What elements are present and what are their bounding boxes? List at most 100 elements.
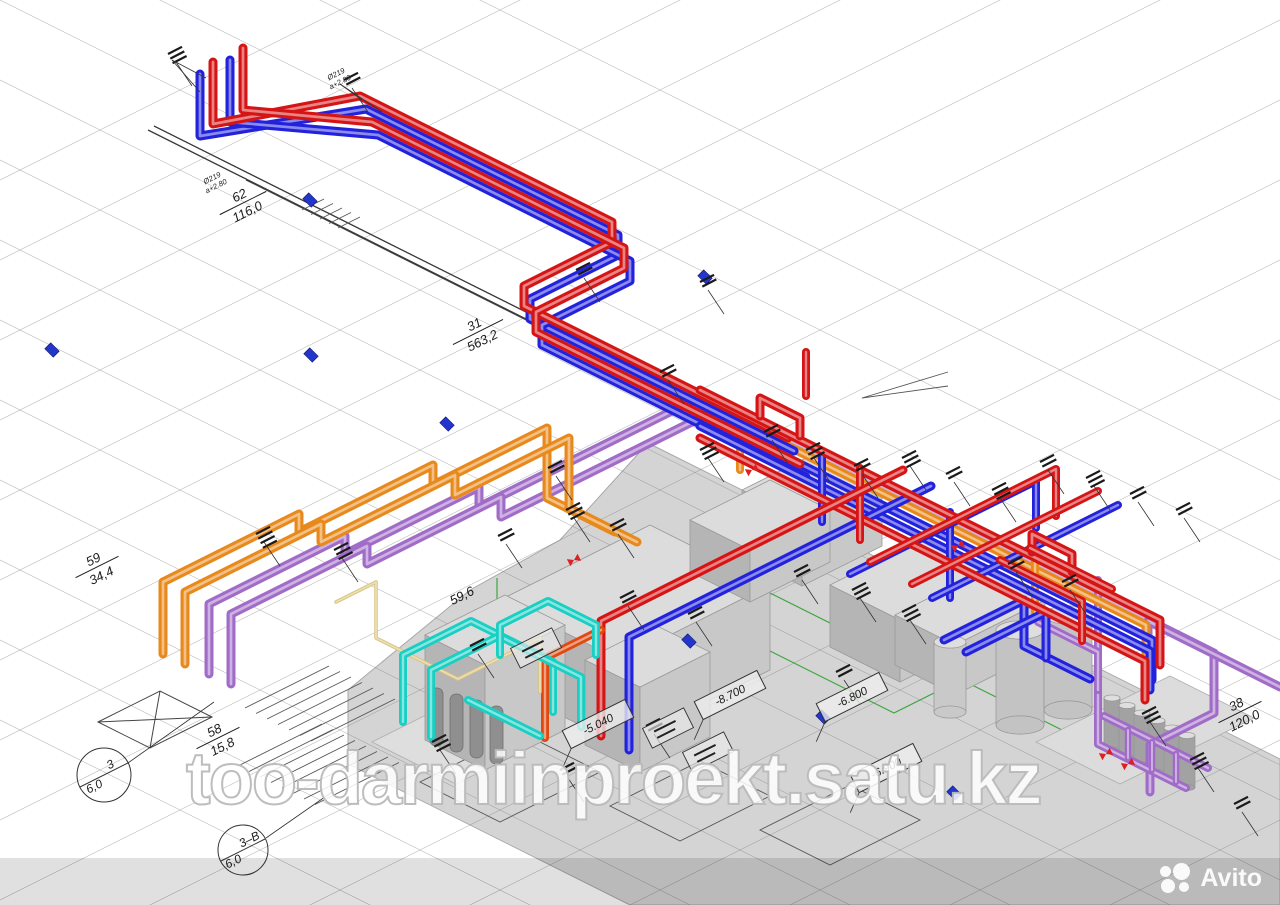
tag-leader bbox=[341, 557, 359, 583]
svg-text:59: 59 bbox=[83, 549, 103, 569]
pipe-red bbox=[695, 385, 1165, 670]
pipe-tag-cluster bbox=[1039, 453, 1065, 495]
tag-dash bbox=[549, 464, 565, 474]
tag-dash bbox=[906, 613, 922, 623]
tag-leader bbox=[1183, 517, 1201, 543]
pipe-tag-cluster bbox=[575, 261, 601, 303]
pipe-tag-cluster bbox=[1129, 485, 1155, 527]
tag-dash bbox=[1233, 795, 1249, 805]
valve-marker bbox=[1120, 757, 1136, 771]
tag-dash bbox=[345, 76, 361, 86]
pipe-cyan bbox=[496, 597, 600, 659]
pipe-red bbox=[596, 465, 908, 741]
pipe-tag-cluster bbox=[853, 457, 879, 499]
tag-leader bbox=[707, 457, 725, 483]
pipe-cyan bbox=[464, 696, 544, 740]
pipe-tag-cluster bbox=[565, 501, 591, 543]
tag-dash bbox=[1146, 715, 1162, 725]
tag-dash bbox=[903, 454, 919, 464]
tag-dash bbox=[659, 363, 675, 373]
tag-leader bbox=[1093, 485, 1111, 511]
grid-dimension-label: 31 563,2 bbox=[452, 314, 504, 354]
tag-dash bbox=[1129, 485, 1145, 495]
tag-dash bbox=[1090, 479, 1106, 489]
tag-dash bbox=[1039, 453, 1055, 463]
grid-line bbox=[0, 0, 1161, 581]
tag-dash bbox=[901, 603, 917, 613]
tag-dash bbox=[661, 368, 677, 378]
hatch-line bbox=[319, 207, 343, 220]
hatch-line bbox=[281, 745, 367, 789]
tag-dash bbox=[565, 501, 581, 511]
grid-line bbox=[0, 719, 371, 905]
pipe-cyan bbox=[399, 617, 557, 726]
tag-dash bbox=[169, 50, 185, 60]
tag-leader bbox=[1047, 469, 1065, 495]
tag-dash bbox=[810, 451, 826, 461]
tag-dash bbox=[991, 481, 1007, 491]
hatch-line bbox=[244, 665, 330, 709]
tag-leader bbox=[909, 619, 927, 645]
tag-leader bbox=[555, 475, 573, 501]
tag-leader bbox=[861, 473, 879, 499]
pump bbox=[489, 705, 504, 765]
grid-line bbox=[0, 0, 681, 341]
tag-dash bbox=[575, 261, 591, 271]
svg-text:62: 62 bbox=[229, 185, 249, 205]
pipe-tag-cluster bbox=[547, 459, 573, 501]
tag-dash bbox=[1143, 710, 1159, 720]
tag-dash bbox=[262, 539, 278, 549]
tag-dash bbox=[853, 457, 869, 467]
watermark-text: too-darmiinproekt.satu.kz bbox=[185, 736, 1044, 821]
pipe-tag-cluster bbox=[1233, 795, 1259, 837]
pipe-tag-cluster bbox=[851, 581, 877, 623]
tag-dash bbox=[1087, 474, 1103, 484]
tag-dash bbox=[561, 766, 577, 776]
grid-line bbox=[0, 479, 851, 905]
svg-text:31: 31 bbox=[464, 314, 484, 334]
tag-dash bbox=[343, 71, 359, 81]
tag-leader bbox=[263, 541, 281, 567]
grid-line bbox=[949, 739, 1280, 905]
tag-dash bbox=[945, 465, 961, 475]
tank-cylinder bbox=[933, 635, 967, 719]
tag-leader bbox=[567, 777, 585, 803]
pipe-tag-cluster bbox=[1061, 573, 1087, 615]
tag-leader bbox=[439, 749, 457, 775]
crossed-opening bbox=[96, 690, 214, 749]
pipe-red bbox=[908, 487, 1102, 588]
hatch-line bbox=[292, 751, 378, 794]
grid-line bbox=[159, 0, 1280, 561]
tag-dash bbox=[570, 511, 586, 521]
tag-dash bbox=[856, 591, 872, 601]
valve-marker bbox=[566, 553, 582, 567]
tag-dash bbox=[559, 761, 575, 771]
tag-dash bbox=[851, 581, 867, 591]
tag-leader bbox=[1241, 811, 1259, 837]
stair-hatch bbox=[237, 665, 400, 805]
tag-dash bbox=[333, 541, 349, 551]
grid-line bbox=[0, 639, 531, 905]
tag-dash bbox=[611, 522, 627, 532]
tag-leader bbox=[1069, 589, 1087, 615]
tag-leader bbox=[801, 579, 819, 605]
pipe-red bbox=[996, 556, 1086, 645]
pipe-tag-cluster bbox=[609, 517, 635, 559]
tag-dash bbox=[855, 462, 871, 472]
pipe-tag-cluster bbox=[945, 465, 971, 507]
pipe-tag-cluster bbox=[763, 423, 789, 465]
pipe-tag-cluster bbox=[1175, 501, 1201, 543]
tag-dash bbox=[645, 717, 661, 727]
tag-leader bbox=[1137, 501, 1155, 527]
tag-dash bbox=[906, 459, 922, 469]
pipe-purple bbox=[1034, 618, 1102, 694]
hatch-line bbox=[259, 734, 345, 778]
tag-leader bbox=[1015, 571, 1033, 597]
pipe-size-label: Ø219 а+2.80 bbox=[325, 65, 353, 91]
tag-dash bbox=[260, 535, 276, 545]
pipe-red bbox=[695, 433, 1150, 705]
svg-text:58: 58 bbox=[204, 720, 224, 740]
pipe-tag-cluster bbox=[793, 563, 819, 605]
pipe-tag-cluster bbox=[255, 525, 281, 567]
